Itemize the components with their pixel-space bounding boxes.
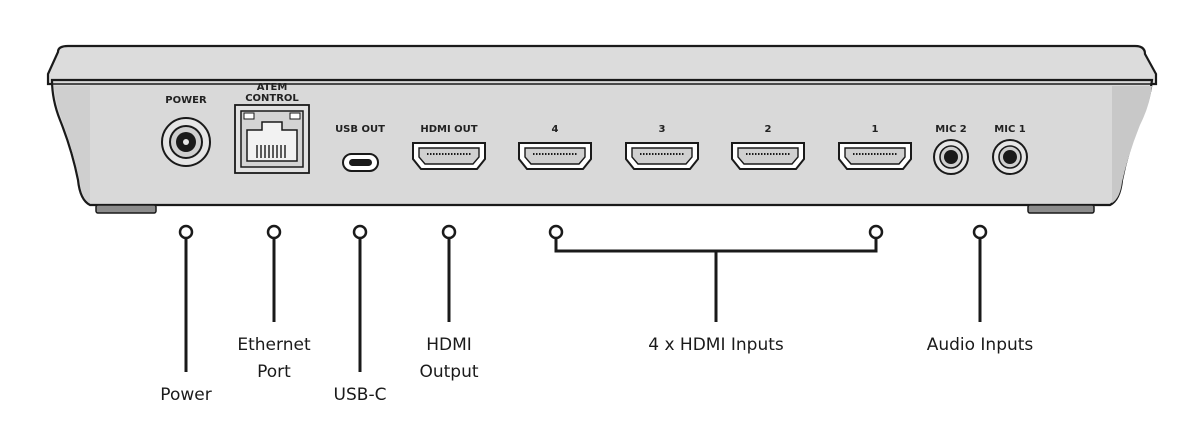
callout-usbc: USB-C [334,385,387,405]
leader-dot-power [178,224,194,240]
mic1-jack-icon [992,139,1028,175]
leader-endpoints [178,224,988,240]
hdmi-in-4-port-icon [518,142,592,170]
callout-ethernet-line1: Ethernet [237,335,311,355]
leader-hdmi-inputs [554,239,878,322]
device-body [46,44,1158,214]
device-foot-left [95,204,157,214]
leader-dot-usbc [352,224,368,240]
port-label-atem: ATEM [257,82,288,93]
ethernet-port-icon [234,104,310,174]
usb-c-port-icon [342,153,379,172]
device-top-lip [46,44,1158,86]
port-label-hdmi-in-2: 2 [765,124,772,135]
callout-power: Power [160,385,211,405]
leader-dot-hdmi-out [441,224,457,240]
leader-dot-audio [972,224,988,240]
callout-hdmi-inputs: 4 x HDMI Inputs [648,335,784,355]
leader-dot-hdmi-in-1 [868,224,884,240]
hdmi-in-2-port-icon [731,142,805,170]
device-foot-right [1027,204,1095,214]
mic2-jack-icon [933,139,969,175]
port-label-hdmi-in-3: 3 [659,124,666,135]
leader-lines [184,239,982,372]
callout-hdmi-line2: Output [419,362,478,382]
device-left-side [54,86,90,203]
callout-ethernet-line2: Port [257,362,291,382]
leader-dot-ethernet [266,224,282,240]
callout-audio-inputs: Audio Inputs [927,335,1034,355]
port-label-mic1: MIC 1 [994,124,1025,135]
hdmi-in-1-port-icon [838,142,912,170]
port-label-usb-out: USB OUT [335,124,385,135]
port-label-hdmi-out: HDMI OUT [420,124,477,135]
port-label-control: CONTROL [245,93,299,104]
port-label-mic2: MIC 2 [935,124,966,135]
leader-dot-hdmi-in-4 [548,224,564,240]
port-label-hdmi-in-1: 1 [872,124,879,135]
port-label-hdmi-in-4: 4 [552,124,559,135]
hdmi-in-3-port-icon [625,142,699,170]
device-rear-face [50,78,1154,207]
callout-hdmi-line1: HDMI [426,335,472,355]
device-right-side [1112,86,1152,203]
power-jack-icon [161,117,211,167]
port-label-power: POWER [165,95,207,106]
hdmi-out-port-icon [412,142,486,170]
